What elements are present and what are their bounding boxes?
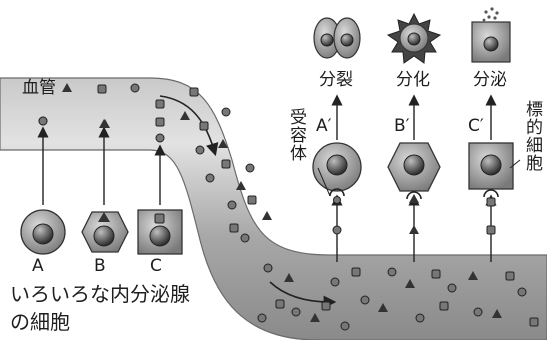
vessel-label: 血管 (22, 78, 56, 98)
source-cell-label-line1: いろいろな内分泌腺 (10, 282, 190, 306)
blood-vessel (0, 77, 547, 340)
source-cell-c (137, 209, 183, 255)
source-cell-a (20, 209, 66, 255)
target-label-a: A′ (316, 116, 332, 136)
effect-label-secretion: 分泌 (473, 70, 507, 90)
secretion-arrows (37, 126, 166, 205)
flow-arrow-upper (159, 95, 219, 157)
effect-label-differentiation: 分化 (396, 70, 430, 90)
receptor-label: 受容体 (286, 108, 306, 162)
target-cell-leader (509, 159, 521, 169)
source-cell-b (81, 211, 129, 253)
secreting-cell-icon (471, 7, 511, 63)
target-cell-label: 標的細胞 (522, 100, 542, 172)
target-cell-b (387, 142, 441, 203)
receptor-icon (329, 188, 345, 197)
target-cell-a (312, 142, 362, 204)
hormone-label-c: C (150, 256, 162, 276)
target-cell-c (468, 142, 514, 207)
secreted-hormones (38, 116, 165, 128)
differentiated-cell-icon (386, 12, 442, 64)
source-cell-label-line2: の細胞 (10, 310, 70, 334)
hormone-circle-icon (38, 83, 527, 331)
target-label-b: B′ (394, 116, 410, 136)
effect-label-division: 分裂 (319, 70, 353, 90)
hormone-label-b: B (94, 256, 106, 276)
receptor-leader (317, 167, 331, 197)
dividing-cell-icon (313, 17, 361, 59)
effect-arrows (331, 94, 497, 140)
delivered-hormones (332, 225, 496, 235)
hormone-square-icon (97, 84, 539, 327)
hormone-particles (38, 83, 539, 331)
target-label-c: C′ (468, 116, 484, 136)
hormone-label-a: A (32, 256, 44, 276)
